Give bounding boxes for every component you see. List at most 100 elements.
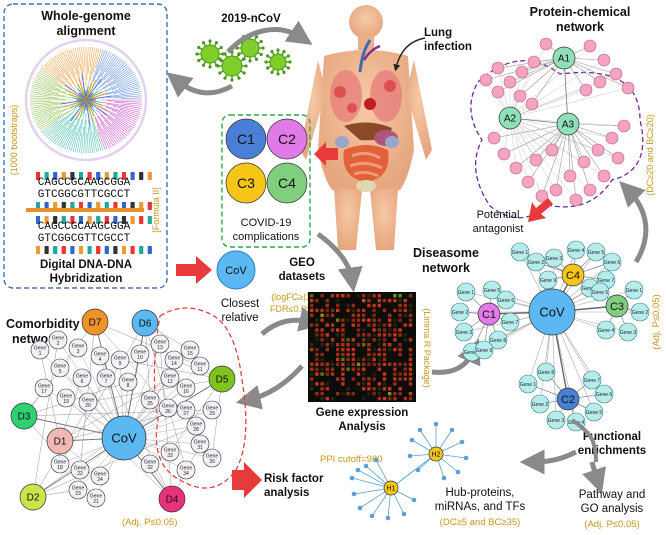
svg-text:13: 13 — [157, 345, 163, 351]
dna-hybridization-icon — [26, 172, 152, 254]
alignment-footer-line1: Digital DNA-DNA — [40, 259, 132, 271]
arrow-diseasome-to-functional — [570, 418, 598, 463]
comorbidity-disease-d3: D3 — [10, 402, 38, 430]
lung-infection-line1: Lung — [424, 27, 452, 39]
virus-group: 2019-nCoV — [166, 13, 313, 98]
comorbidity-title-line2: network — [12, 332, 60, 346]
phylogenetic-tree-icon — [24, 38, 148, 162]
chemical-node — [491, 61, 505, 75]
chemical-node — [583, 183, 597, 197]
chemical-node — [605, 131, 619, 145]
chemical-node — [535, 189, 549, 203]
diseasome-gene-node: Gene 2 — [526, 252, 546, 272]
chemical-node — [545, 143, 559, 157]
diseasome-gene-node: Gene 1 — [518, 374, 538, 394]
svg-text:Gene 1: Gene 1 — [520, 382, 537, 388]
svg-text:4: 4 — [99, 357, 102, 363]
red-arrow-to-antagonist — [528, 198, 553, 222]
svg-text:Gene 5: Gene 5 — [484, 288, 501, 294]
svg-text:18: 18 — [57, 465, 63, 471]
protein-chemical-boundary — [470, 60, 644, 219]
comorbidity-cov-node: CoV — [101, 415, 147, 461]
svg-text:D5: D5 — [216, 375, 229, 386]
closest-cov-label: CoV — [225, 265, 247, 277]
complications-border — [221, 114, 311, 248]
protein-chemical-criteria: (DC≥20 and BC≥20) — [645, 114, 655, 195]
diseasome-cov-node: CoV — [528, 288, 576, 336]
chemical-node — [591, 143, 605, 157]
functional-panel: Functional enrichments PPI cutoff=980 H1… — [320, 418, 646, 530]
svg-text:Gene 3: Gene 3 — [456, 330, 473, 336]
diseasome-adj: (Adj. P≤0.05) — [651, 294, 662, 349]
diseasome-gene-node: Gene 4 — [596, 320, 616, 340]
svg-text:1: 1 — [39, 351, 42, 357]
dna-top-1: CAGCCGCAAGCGGA — [38, 177, 131, 189]
svg-text:C2: C2 — [278, 131, 296, 147]
svg-text:28: 28 — [193, 427, 199, 433]
closest-relative-line1: Closest — [221, 298, 260, 310]
svg-text:6: 6 — [81, 379, 84, 385]
svg-text:30: 30 — [209, 459, 215, 465]
closest-cov-node — [216, 250, 256, 290]
svg-text:Gene 5: Gene 5 — [588, 250, 605, 256]
svg-text:Gene 5: Gene 5 — [586, 410, 603, 416]
comorbidity-disease-d1: D1 — [46, 427, 74, 455]
closest-relative-line2: relative — [221, 312, 258, 324]
protein-hub-a3: A3 — [556, 112, 580, 136]
svg-text:10: 10 — [137, 355, 143, 361]
chemical-node — [521, 175, 535, 189]
svg-text:Gene 2: Gene 2 — [532, 402, 549, 408]
diseasome-gene-node: Gene 1 — [624, 280, 644, 300]
comorbidity-disease-d2: D2 — [19, 483, 47, 511]
svg-text:CoV: CoV — [539, 305, 565, 320]
svg-text:A3: A3 — [562, 120, 575, 131]
diseasome-gene-node: Gene 3 — [618, 322, 638, 342]
svg-text:26: 26 — [165, 409, 171, 415]
diseasome-gene-node: Gene 6 — [496, 290, 516, 310]
diseasome-gene-node: Gene 8 — [536, 362, 556, 382]
diseasome-gene-node: Gene 5 — [584, 402, 604, 422]
svg-text:Gene: Gene — [114, 356, 126, 362]
arrow-functional-to-pathway — [582, 461, 606, 494]
arrow-diseasome-to-protein — [619, 181, 649, 264]
comorbidity-adj: (Adj. P≤0.05) — [122, 517, 177, 528]
chemical-node — [549, 183, 563, 197]
svg-text:24: 24 — [97, 477, 103, 483]
diseasome-gene-node: Gene 7 — [582, 370, 602, 390]
comorbidity-disease-d5: D5 — [208, 365, 236, 393]
svg-text:23: 23 — [75, 491, 81, 497]
svg-text:32: 32 — [147, 465, 153, 471]
svg-text:Gene: Gene — [194, 362, 206, 368]
functional-title-line2: enrichments — [578, 445, 646, 457]
svg-text:29: 29 — [209, 411, 215, 417]
diseasome-hub-c2: C2 — [556, 387, 580, 411]
svg-text:Gene: Gene — [74, 466, 86, 472]
svg-text:Gene 7: Gene 7 — [502, 320, 519, 326]
diseasome-gene-node: Gene 6 — [602, 252, 622, 272]
svg-text:8: 8 — [127, 383, 130, 389]
svg-text:33: 33 — [167, 453, 173, 459]
svg-text:34: 34 — [183, 471, 189, 477]
svg-text:25: 25 — [147, 401, 153, 407]
diseasome-hub-c4: C4 — [561, 263, 585, 287]
hub-criteria: (DC≥5 and BC≥35) — [440, 517, 521, 528]
chemical-node — [539, 37, 553, 51]
diseasome-gene-node: Gene 5 — [590, 282, 610, 302]
complication-c1: C1 — [225, 118, 267, 160]
svg-text:Gene: Gene — [52, 336, 64, 342]
diseasome-gene-node: Gene 3 — [546, 410, 566, 430]
svg-text:Gene: Gene — [184, 346, 196, 352]
